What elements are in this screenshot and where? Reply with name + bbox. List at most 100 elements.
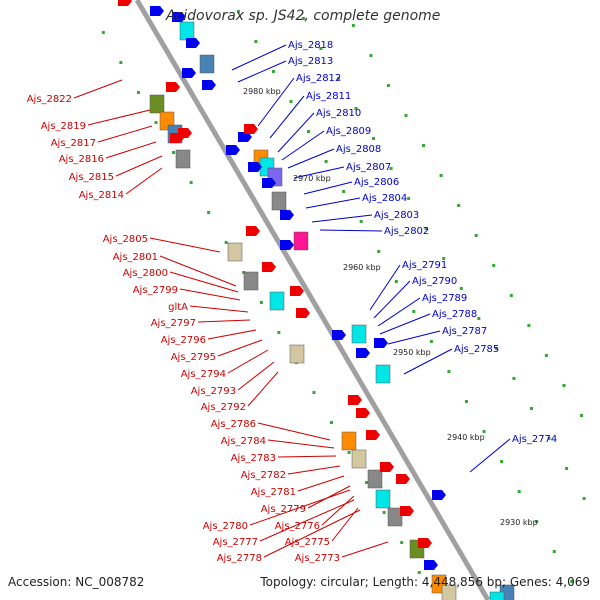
gene-label-reverse: Ajs_2792 — [201, 402, 246, 413]
tick-mark — [307, 130, 311, 133]
label-leader-line — [341, 541, 389, 558]
accession-text: Accession: NC_008782 — [8, 575, 145, 589]
gene-label-reverse: Ajs_2814 — [79, 190, 124, 201]
kbp-scale-label: 2960 kbp — [343, 263, 381, 272]
tick-mark — [342, 190, 346, 193]
gene-label-reverse: Ajs_2797 — [151, 318, 196, 329]
gene-label-forward: Ajs_2788 — [432, 309, 477, 320]
gene-label-forward: Ajs_2818 — [288, 40, 333, 51]
forward-gene-arrow — [356, 348, 370, 358]
gene-label-reverse: Ajs_2778 — [217, 553, 262, 564]
reverse-gene-arrow — [296, 308, 310, 318]
label-leader-line — [263, 509, 361, 558]
label-leader-line — [169, 271, 239, 293]
gene-label-forward: Ajs_2787 — [442, 326, 487, 337]
tick-mark — [172, 151, 176, 154]
label-leader-line — [287, 148, 335, 169]
gene-block — [387, 507, 403, 527]
label-leader-line — [237, 361, 275, 391]
kbp-scale-label: 2950 kbp — [393, 348, 431, 357]
gene-label-forward: Ajs_2802 — [384, 226, 429, 237]
label-leader-line — [97, 125, 153, 143]
tick-mark — [277, 331, 281, 334]
tick-mark — [136, 91, 140, 94]
gene-label-forward: Ajs_2809 — [326, 126, 371, 137]
tick-mark — [254, 40, 258, 43]
tick-mark — [570, 580, 574, 583]
label-leader-line — [379, 313, 431, 335]
tick-mark — [154, 121, 158, 124]
tick-mark — [459, 287, 463, 290]
gene-label-forward: Ajs_2807 — [346, 162, 391, 173]
tick-mark — [404, 114, 408, 117]
label-leader-line — [257, 77, 295, 127]
tick-mark — [424, 227, 428, 230]
kbp-scale-label: 2940 kbp — [447, 433, 485, 442]
gene-label-forward: Ajs_2804 — [362, 193, 407, 204]
label-leader-line — [159, 255, 237, 287]
tick-mark — [547, 437, 551, 440]
tick-mark — [319, 47, 323, 50]
tick-mark — [386, 84, 390, 87]
label-leader-line — [149, 237, 221, 253]
label-leader-line — [369, 264, 401, 311]
reverse-gene-arrow — [166, 82, 180, 92]
forward-gene-arrow — [432, 490, 446, 500]
tick-mark — [494, 347, 498, 350]
reverse-gene-arrow — [396, 474, 410, 484]
gene-label-reverse: Ajs_2819 — [41, 121, 86, 132]
reverse-gene-arrow — [418, 538, 432, 548]
kbp-scale-label: 2970 kbp — [293, 174, 331, 183]
tick-mark — [389, 167, 393, 170]
gene-label-reverse: Ajs_2794 — [181, 369, 226, 380]
kbp-scale-label: 2930 kbp — [500, 518, 538, 527]
gene-label-reverse: Ajs_2822 — [27, 94, 72, 105]
tick-mark — [447, 370, 451, 373]
tick-mark — [429, 340, 433, 343]
gene-label-forward: Ajs_2812 — [296, 73, 341, 84]
gene-block — [289, 344, 305, 364]
tick-mark — [457, 204, 461, 207]
tick-mark — [330, 421, 333, 424]
gene-block — [269, 291, 285, 311]
gene-block — [199, 54, 215, 74]
forward-gene-arrow — [280, 240, 294, 250]
forward-gene-arrow — [172, 12, 186, 22]
label-leader-line — [303, 181, 353, 195]
label-leader-line — [217, 339, 263, 357]
gene-block — [341, 431, 357, 451]
genome-backbone — [134, 0, 491, 600]
tick-mark — [412, 310, 416, 313]
label-leader-line — [311, 214, 373, 223]
gene-label-reverse: Ajs_2780 — [203, 521, 248, 532]
gene-label-reverse: gltA — [168, 302, 188, 313]
gene-label-forward: Ajs_2806 — [354, 177, 399, 188]
tick-mark — [500, 460, 504, 463]
tick-mark — [442, 257, 446, 260]
tick-mark — [512, 377, 516, 380]
tick-mark — [377, 250, 381, 253]
tick-mark — [189, 181, 193, 184]
gene-block — [375, 489, 391, 509]
reverse-gene-arrow — [366, 430, 380, 440]
forward-gene-arrow — [332, 330, 346, 340]
tick-mark — [439, 174, 443, 177]
label-leader-line — [305, 197, 361, 209]
tick-mark — [535, 520, 539, 523]
gene-block — [227, 242, 243, 262]
reverse-gene-arrow — [170, 133, 184, 143]
tick-mark — [582, 497, 586, 500]
gene-block — [293, 231, 309, 251]
label-leader-line — [73, 79, 123, 99]
tick-mark — [259, 301, 263, 304]
label-leader-line — [247, 371, 279, 407]
label-leader-line — [105, 141, 157, 159]
tick-mark — [517, 490, 521, 493]
gene-label-reverse: Ajs_2786 — [211, 419, 256, 430]
gene-label-reverse: Ajs_2805 — [103, 234, 148, 245]
gene-label-forward: Ajs_2790 — [412, 276, 457, 287]
forward-gene-arrow — [424, 560, 438, 570]
gene-block — [351, 324, 367, 344]
tick-mark — [119, 61, 123, 64]
gene-label-forward: Ajs_2803 — [374, 210, 419, 221]
